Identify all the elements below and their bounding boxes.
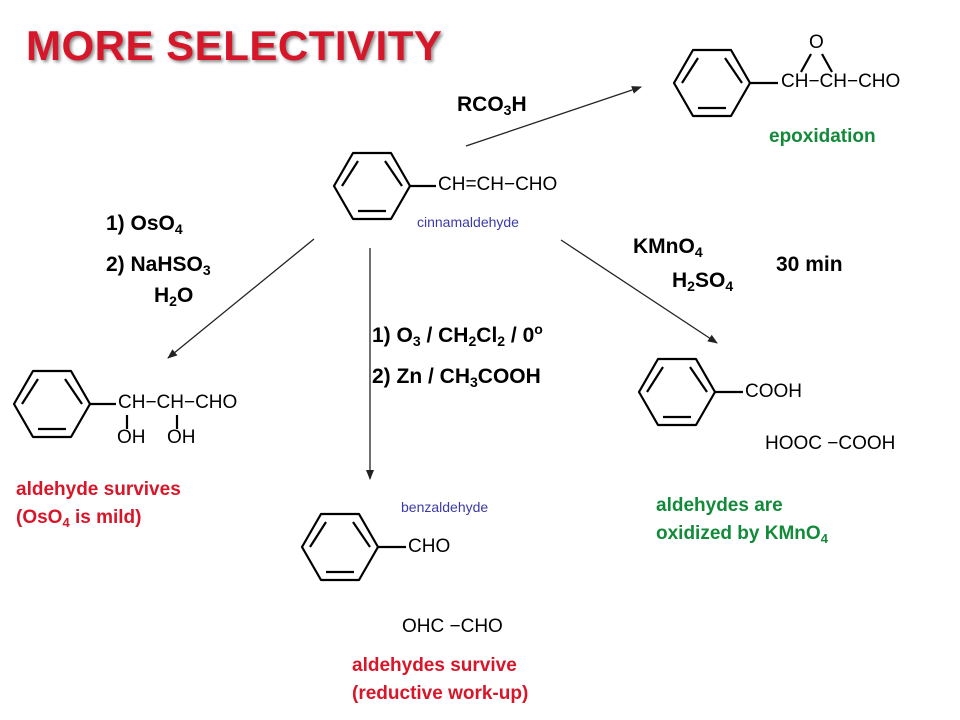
diol-oh-2: OH: [167, 427, 196, 448]
kmno4-note-line-2: oxidized by KMnO4: [656, 523, 828, 546]
benzoic-acid-formula: COOH: [745, 381, 802, 402]
ozonolysis-note-line-1: aldehydes survive: [352, 655, 517, 676]
ozonolysis-note-line-2: (reductive work-up): [352, 683, 529, 704]
benzene-ring-diol: [12, 369, 116, 439]
benzaldehyde-formula: CHO: [408, 536, 451, 557]
glyoxal-formula: OHC −CHO: [402, 616, 503, 637]
epoxide-oxygen: O: [809, 32, 824, 53]
slide-title: MORE SELECTIVITY: [26, 22, 443, 69]
arrow-to-epoxide: [465, 86, 642, 147]
arrow-to-diol: [167, 238, 315, 359]
arrow-to-benzoic-acid: [560, 239, 718, 344]
benzene-ring-start: [332, 151, 436, 221]
oso4-step-1: 1) OsO4: [106, 212, 183, 237]
diol-oh-bonds: [125, 415, 179, 429]
kmno4-reagent: KMnO4: [633, 235, 703, 260]
nahso3-step-2: 2) NaHSO3: [106, 253, 211, 278]
diol-note-line-2: (OsO4 is mild): [16, 507, 142, 530]
benzene-ring-benzaldehyde: [300, 512, 406, 582]
diol-oh-1: OH: [117, 427, 146, 448]
ozonolysis-step-2: 2) Zn / CH3COOH: [372, 365, 541, 390]
cinnamaldehyde-formula: CH=CH−CHO: [438, 174, 558, 195]
water-reagent: H2O: [154, 284, 194, 309]
h2so4-reagent: H2SO4: [672, 269, 734, 294]
benzene-ring-epoxide: [672, 48, 778, 118]
kmno4-note-line-1: aldehydes are: [656, 495, 783, 516]
ozonolysis-step-1: 1) O3 / CH2Cl2 / 0o: [372, 321, 543, 349]
diol-formula: CH−CH−CHO: [118, 392, 238, 413]
epoxide-formula: CH−CH−CHO: [781, 71, 901, 92]
benzene-ring-benzoic-acid: [637, 357, 743, 427]
reaction-time: 30 min: [776, 253, 843, 276]
epoxidation-note: epoxidation: [769, 126, 876, 147]
cinnamaldehyde-name: cinnamaldehyde: [417, 214, 519, 230]
diol-note-line-1: aldehyde survives: [16, 479, 181, 500]
epoxide-bridge: [800, 53, 833, 73]
oxalic-acid-formula: HOOC −COOH: [765, 433, 896, 454]
benzaldehyde-name: benzaldehyde: [401, 499, 489, 515]
epoxidation-reagent: RCO3H: [457, 93, 527, 118]
